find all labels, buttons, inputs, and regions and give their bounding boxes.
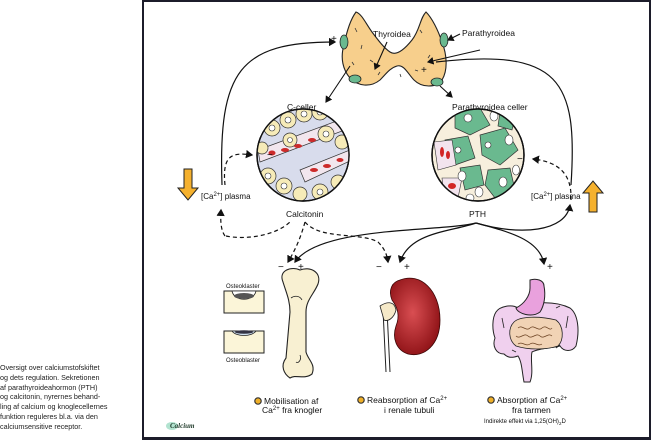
caption-line: calciumsensitive receptor. — [0, 421, 83, 431]
bullet-icon — [254, 397, 262, 405]
target-caption-kidney: Reabsorption af Ca2+ i renale tubuli — [357, 395, 448, 415]
thyroid-shape — [341, 11, 447, 87]
minus-sign: − — [267, 150, 273, 161]
minus-sign: − — [517, 154, 523, 165]
pth-effect-arrows — [294, 203, 574, 266]
c-cell-histology — [256, 108, 350, 202]
down-arrow-icon — [176, 168, 200, 201]
parathyroid-gland — [430, 77, 444, 87]
plus-sign: + — [298, 262, 304, 273]
label-osteoblaster: Osteoblaster — [226, 358, 260, 364]
label-osteoklaster: Osteoklaster — [226, 284, 260, 290]
label-parathyroidea-celler: Parathyroidea celler — [452, 102, 528, 112]
pointer-arrows — [325, 33, 481, 103]
parathyroid-gland — [339, 34, 349, 50]
label-calcitonin: Calcitonin — [286, 209, 324, 219]
negative-feedback-arrows — [216, 149, 572, 264]
label-ca-plasma-right: [Ca2+] plasma — [531, 192, 581, 201]
target-caption-bone: Mobilisation af Ca2+ fra knogler — [254, 396, 322, 415]
thyroid-gland-illustration — [339, 11, 449, 87]
parathyroid-gland — [348, 74, 362, 84]
bone-illustration — [281, 267, 320, 379]
bullet-icon — [357, 396, 365, 404]
target-text: Absorption af Ca2+ — [497, 395, 568, 405]
plus-sign: + — [547, 262, 553, 273]
feedback-loops — [220, 37, 573, 186]
plus-sign: + — [331, 34, 337, 45]
label-ca-plasma-left: [Ca2+] plasma — [201, 192, 251, 201]
minus-sign: − — [376, 262, 382, 273]
target-text: fra tarmen — [512, 405, 551, 415]
minus-sign: − — [278, 262, 284, 273]
plus-sign: + — [404, 262, 410, 273]
caption-line: og dets regulation. Sekretionen — [0, 372, 100, 382]
parathyroid-gland — [439, 32, 449, 48]
osteoclast-box — [223, 290, 265, 314]
target-note: Indirekte effekt via 1,25(OH)2D — [484, 419, 566, 426]
plus-sign: + — [421, 65, 427, 76]
figure-caption: Oversigt over calciumstofskiftet og dets… — [0, 363, 140, 432]
caption-line: funktion reguleres bl.a. via den — [0, 411, 98, 421]
logo-text: Calcium — [170, 422, 195, 430]
up-arrow-icon — [581, 180, 605, 213]
target-text: i renale tubuli — [384, 405, 435, 415]
parathyroid-cell-histology — [431, 108, 525, 202]
target-text: Mobilisation af — [264, 396, 319, 406]
bullet-icon — [487, 396, 495, 404]
kidney-illustration — [379, 277, 441, 373]
caption-line: af parathyroideahormon (PTH) — [0, 382, 98, 392]
caption-line: ling af calcium og knoglecellernes — [0, 402, 108, 412]
caption-line: og calcitonin, nyrernes behand- — [0, 392, 101, 402]
target-caption-intestine: Absorption af Ca2+ fra tarmen Indirekte … — [484, 395, 568, 426]
target-text: Ca2+ fra knogler — [262, 405, 322, 415]
target-text: Reabsorption af Ca2+ — [367, 395, 448, 405]
caption-line: Oversigt over calciumstofskiftet — [0, 363, 100, 372]
label-parathyroidea: Parathyroidea — [462, 28, 515, 38]
publisher-logo: Calcium — [166, 422, 195, 430]
label-pth: PTH — [469, 209, 486, 219]
diagram-frame — [142, 0, 651, 440]
label-c-celler: C-celler — [287, 102, 316, 112]
osteoblast-box — [223, 330, 265, 354]
label-thyroidea: Thyroidea — [373, 29, 411, 39]
intestine-illustration — [492, 278, 579, 383]
